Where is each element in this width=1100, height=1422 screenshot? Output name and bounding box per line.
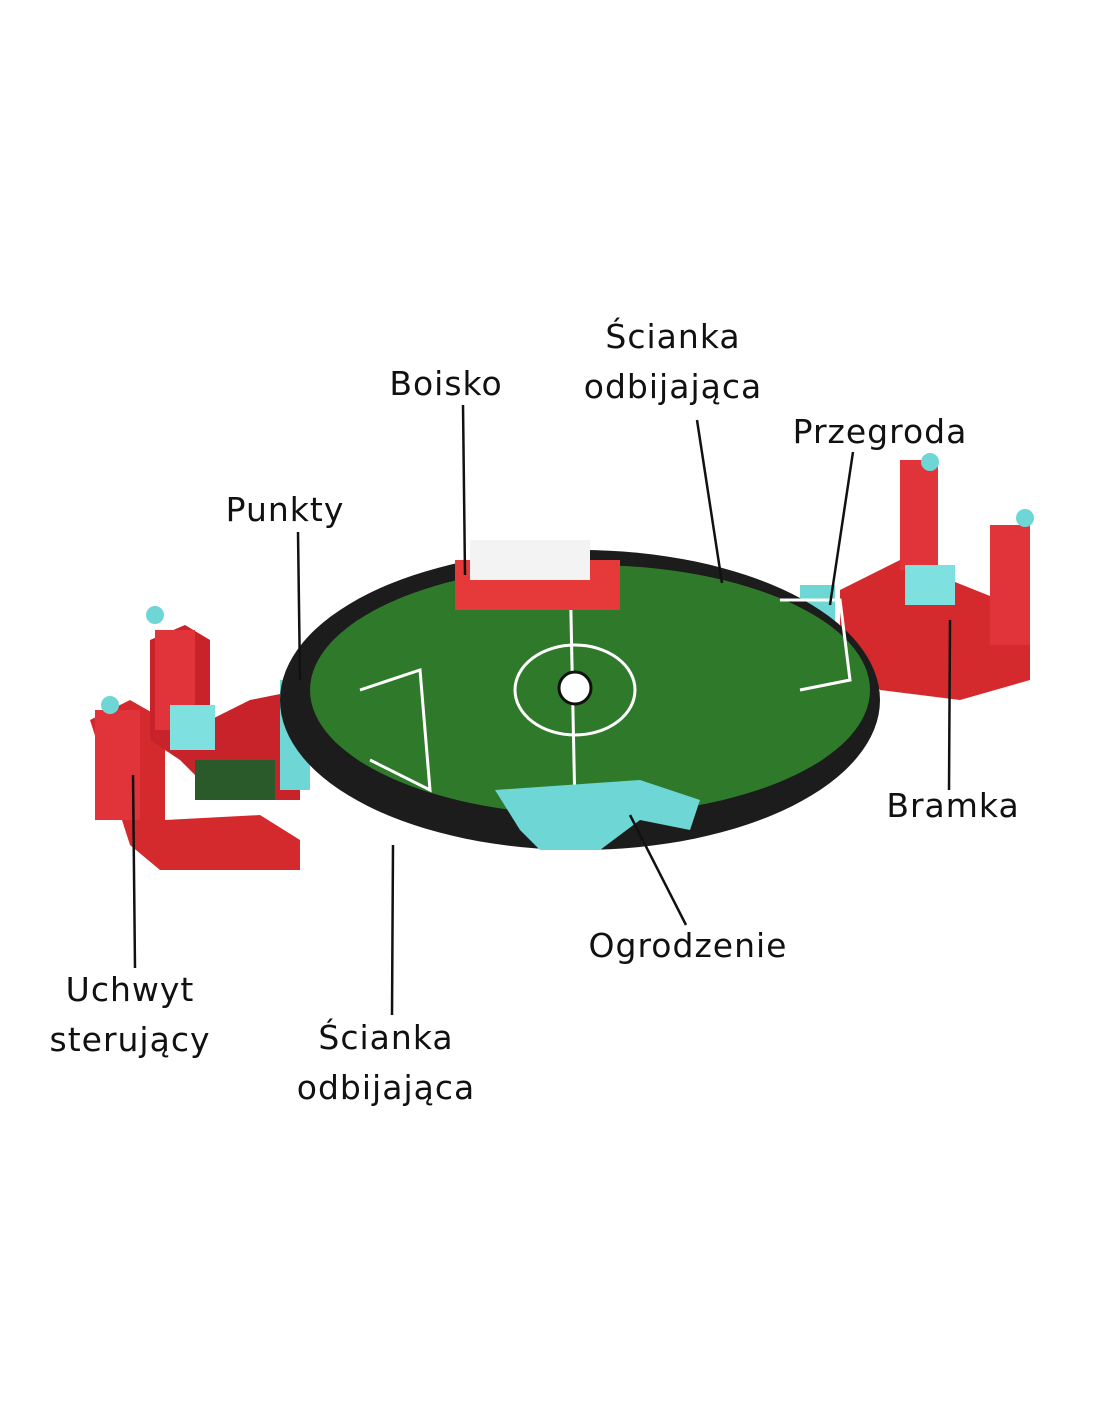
label-ogrodzenie: Ogrodzenie [588, 926, 788, 965]
label-uchwyt-line2: sterujący [49, 1020, 211, 1059]
label-scianka-top: Ścianka odbijająca [584, 312, 762, 412]
label-scianka-bottom-line1: Ścianka [318, 1018, 454, 1057]
label-scianka-top-line2: odbijająca [583, 367, 763, 406]
left-goal-structure [90, 606, 310, 870]
right-goal-structure [800, 453, 1034, 700]
label-boisko: Boisko [389, 364, 503, 403]
label-scianka-top-line1: Ścianka [605, 317, 741, 356]
leader-lines [131, 404, 952, 1016]
label-bramka: Bramka [886, 786, 1020, 825]
label-punkty: Punkty [225, 490, 345, 529]
label-scianka-bottom: Ścianka odbijająca [297, 1013, 475, 1113]
ball [557, 670, 593, 706]
label-uchwyt-line1: Uchwyt [65, 970, 195, 1009]
label-przegroda: Przegroda [792, 412, 968, 451]
label-uchwyt: Uchwyt sterujący [50, 965, 211, 1065]
label-scianka-bottom-line2: odbijająca [296, 1068, 476, 1107]
left-goal-net [170, 705, 215, 750]
front-bumper [495, 780, 700, 850]
